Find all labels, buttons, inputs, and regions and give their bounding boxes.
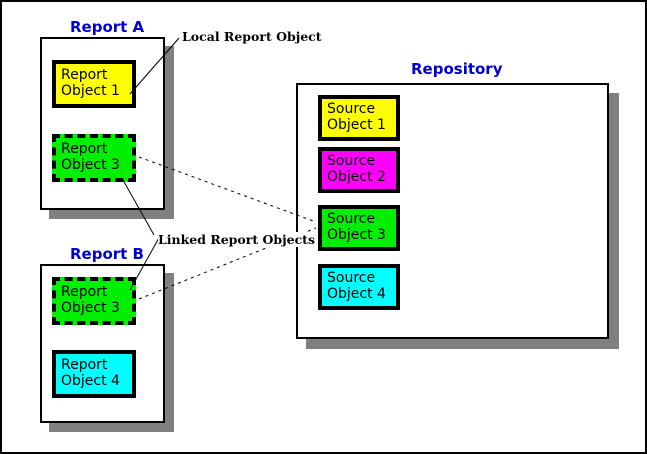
source-object-3-line1: Source bbox=[327, 211, 376, 228]
source-object-3-line2: Object 3 bbox=[327, 227, 386, 243]
source-object-4-line1: Source bbox=[327, 270, 376, 287]
report-a-object-1-line2: Object 1 bbox=[61, 83, 120, 99]
report-b-title: Report B bbox=[70, 245, 144, 263]
report-a-object-3-line2: Object 3 bbox=[61, 157, 120, 173]
report-b-object-4-line1: Report bbox=[61, 357, 108, 374]
report-b-object-3-line1: Report bbox=[61, 284, 108, 301]
report-a-object-1-line1: Report bbox=[61, 67, 108, 84]
source-object-1-line1: Source bbox=[327, 101, 376, 118]
report-a-object-1[interactable]: Report Object 1 bbox=[52, 60, 136, 108]
source-object-2-line2: Object 2 bbox=[327, 169, 386, 185]
source-object-1-line2: Object 1 bbox=[327, 117, 386, 133]
report-a-title: Report A bbox=[70, 18, 145, 36]
source-object-1[interactable]: Source Object 1 bbox=[318, 95, 400, 141]
report-a-object-3-line1: Report bbox=[61, 141, 108, 158]
source-object-4-line2: Object 4 bbox=[327, 286, 386, 302]
source-object-2[interactable]: Source Object 2 bbox=[318, 147, 400, 193]
report-b-object-3[interactable]: Report Object 3 bbox=[52, 277, 136, 325]
report-b-object-3-line2: Object 3 bbox=[61, 300, 120, 316]
annotation-linked-report-objects: Linked Report Objects bbox=[158, 232, 315, 247]
annotation-local-report-object: Local Report Object bbox=[182, 29, 322, 44]
source-object-3[interactable]: Source Object 3 bbox=[318, 205, 400, 251]
repository-title: Repository bbox=[411, 60, 503, 78]
source-object-2-line1: Source bbox=[327, 153, 376, 170]
source-object-4[interactable]: Source Object 4 bbox=[318, 264, 400, 310]
report-b-object-4[interactable]: Report Object 4 bbox=[52, 350, 136, 398]
report-a-object-3[interactable]: Report Object 3 bbox=[52, 134, 136, 182]
report-b-object-4-line2: Object 4 bbox=[61, 373, 120, 389]
